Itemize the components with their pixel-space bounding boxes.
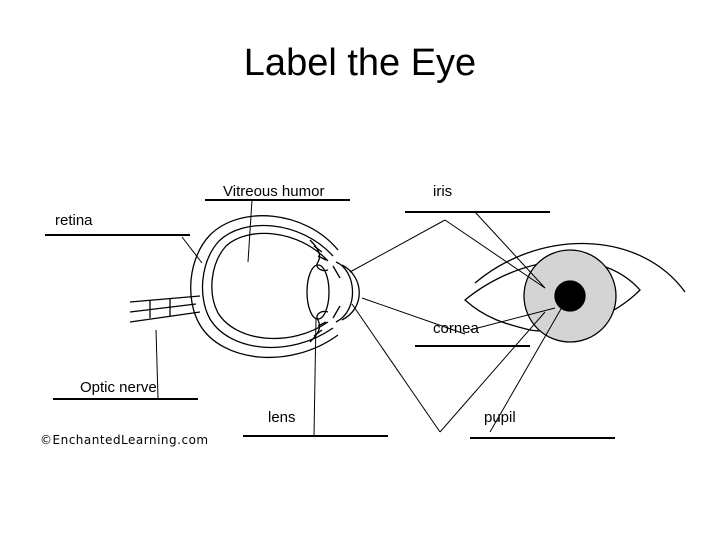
answer-blanks: [45, 199, 615, 439]
leader-lens: [313, 317, 317, 437]
label-vitreous-humor: Vitreous humor: [223, 183, 325, 200]
label-lens: lens: [268, 409, 296, 426]
leader-cornea-front: [469, 307, 556, 331]
leader-pupil: [489, 301, 566, 433]
retina-layer: [201, 224, 334, 349]
leader-zoom-bottom: [351, 303, 441, 433]
eyebrow: [474, 242, 686, 293]
leader-retina: [181, 236, 203, 264]
choroid-layer: [211, 232, 329, 340]
cornea-shape: [335, 261, 354, 323]
eye-front-view: [464, 242, 686, 343]
label-iris: iris: [433, 183, 453, 200]
label-optic-nerve: Optic nerve: [80, 379, 157, 396]
ciliary-body-top: [309, 239, 329, 272]
pupil-front: [554, 280, 586, 312]
iris-shape: [332, 265, 341, 319]
page-title: Label the Eye: [243, 42, 477, 84]
leader-vitreous: [247, 199, 253, 263]
leader-cornea: [361, 297, 466, 335]
eyeball-cross-section: [129, 215, 360, 359]
label-cornea: cornea: [433, 320, 479, 337]
lens-shape: [306, 264, 330, 320]
label-pupil: pupil: [484, 409, 516, 426]
leader-zoom-bottom-b: [439, 311, 546, 433]
credit-text: ©EnchantedLearning.com: [40, 433, 209, 447]
leader-iris-zoom-top-b: [444, 219, 546, 289]
leader-lines: [155, 199, 566, 437]
optic-nerve-shape: [129, 295, 201, 323]
label-retina: retina: [55, 212, 93, 229]
leader-optic-nerve: [155, 329, 159, 399]
leader-iris-zoom-top: [349, 219, 446, 273]
sclera-outline: [190, 215, 339, 359]
leader-iris: [474, 211, 546, 289]
